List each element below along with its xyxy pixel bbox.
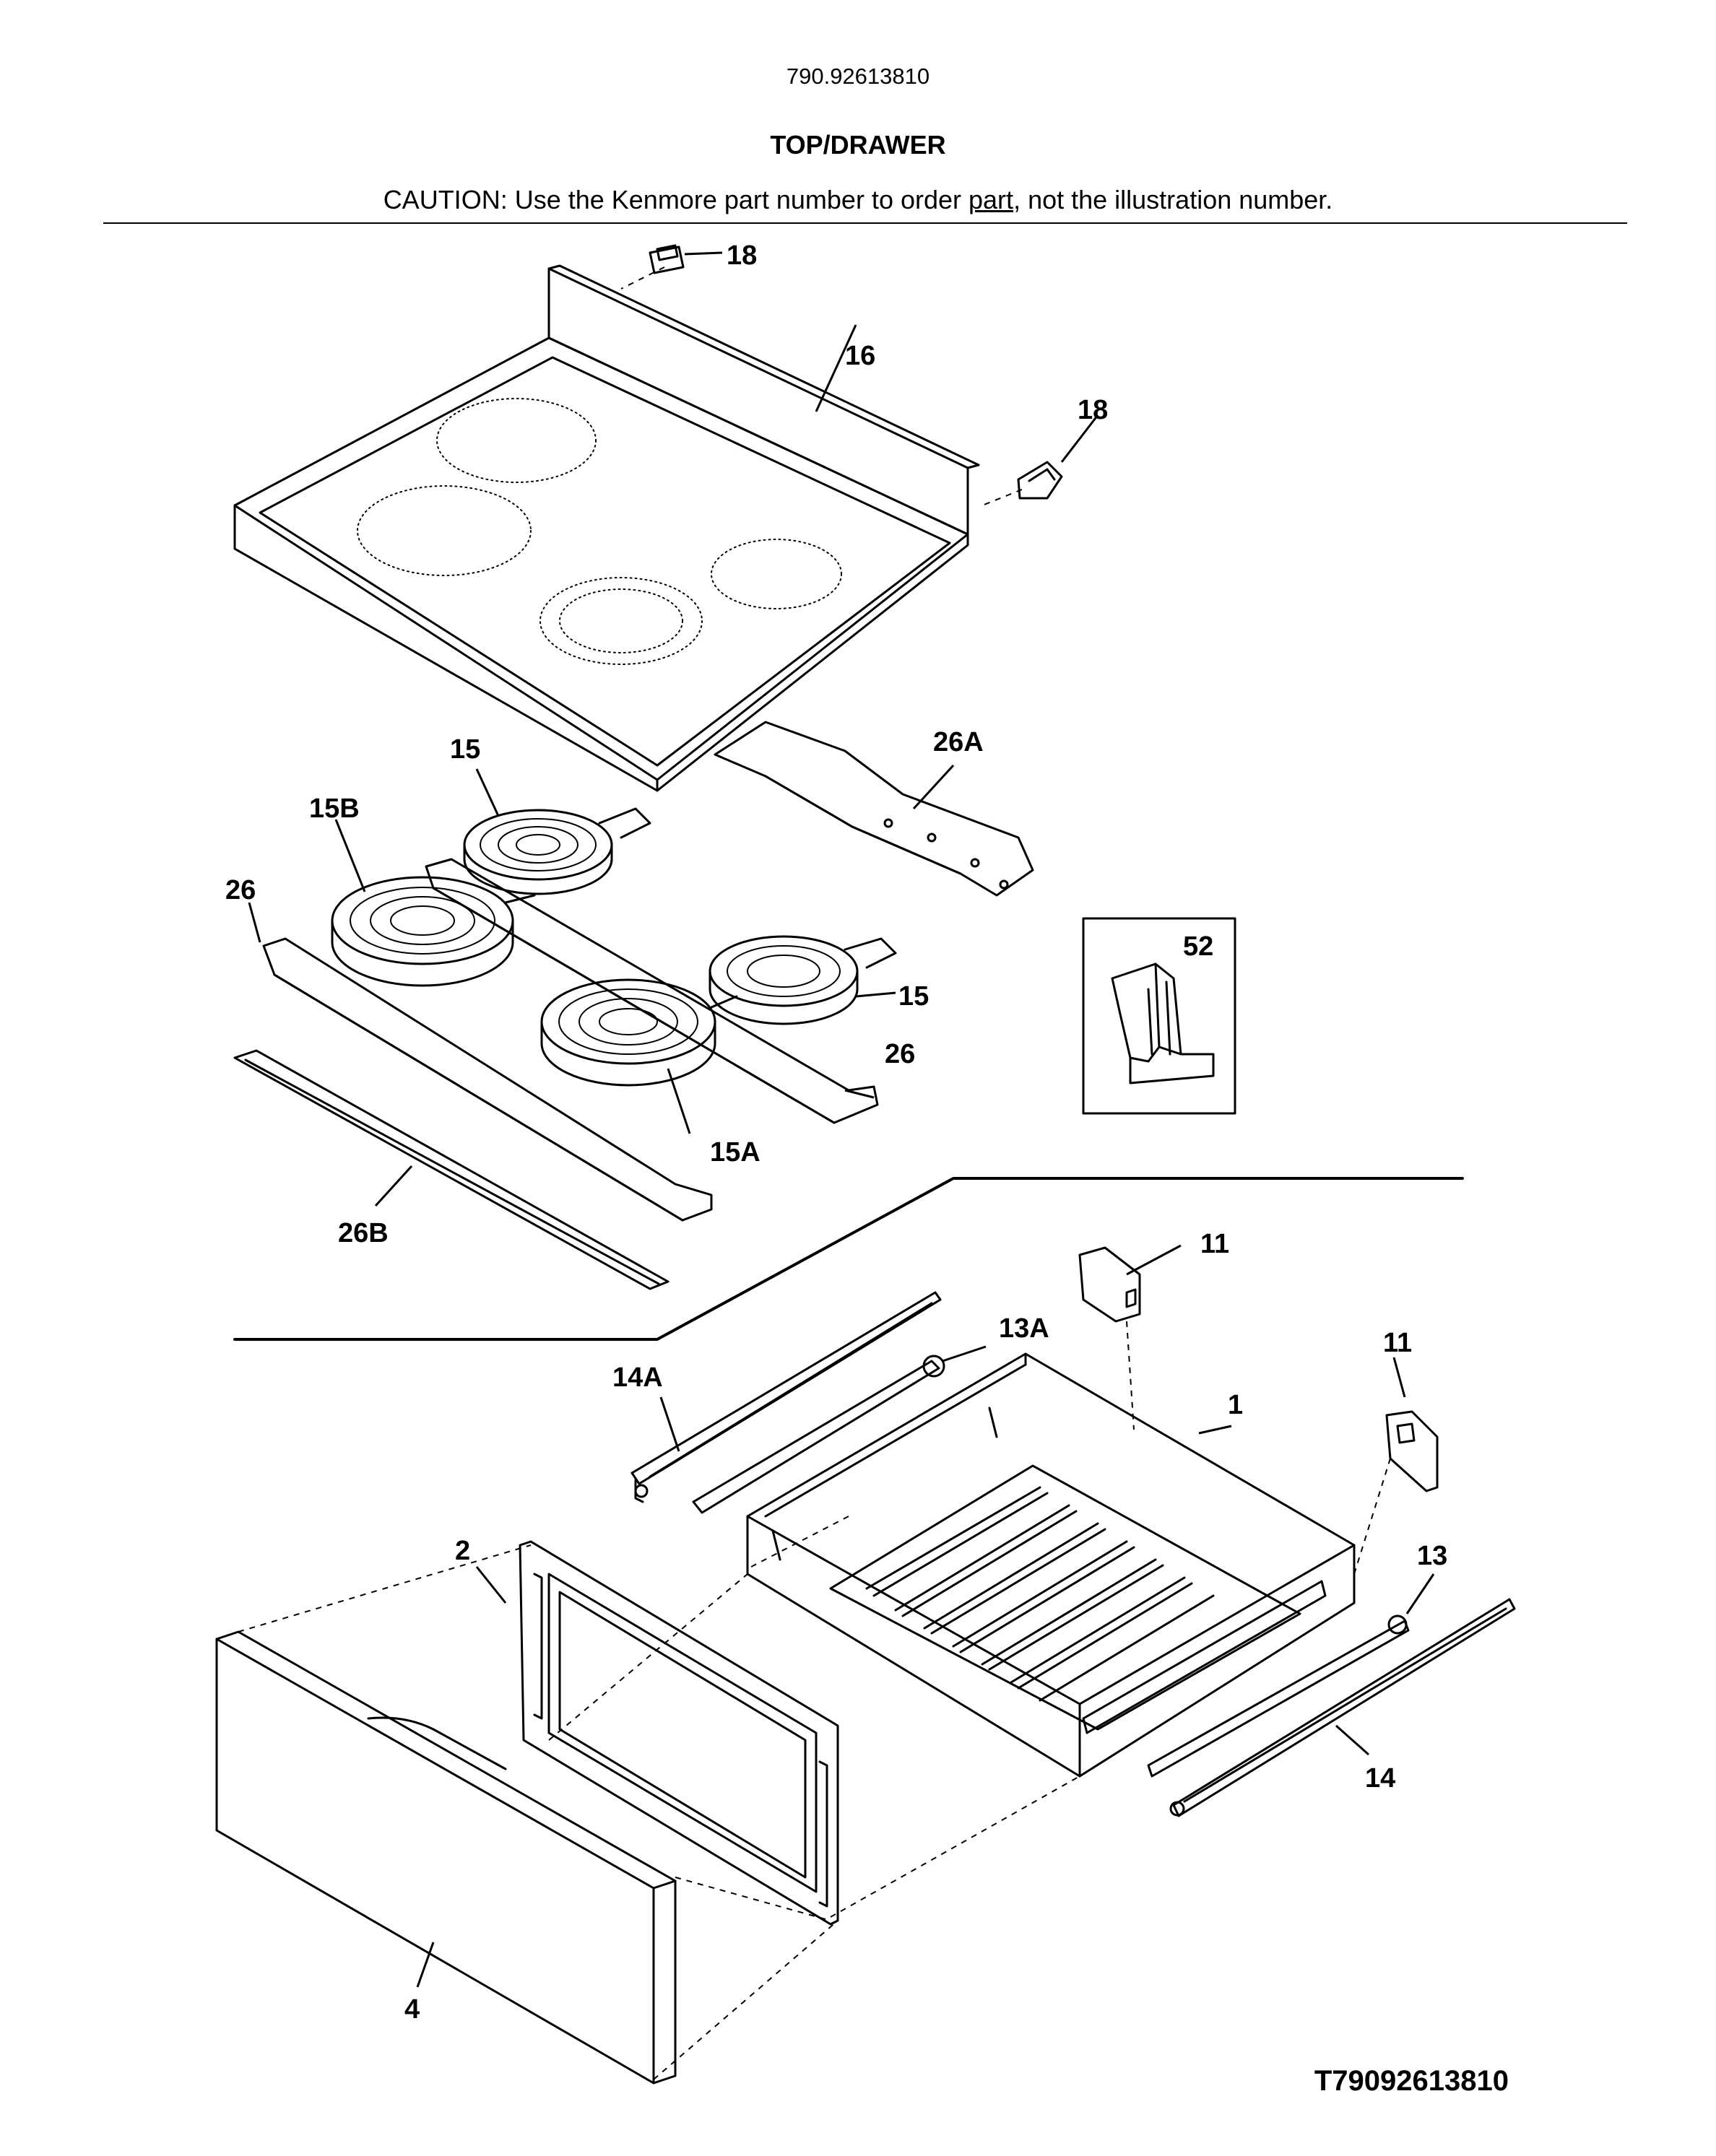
callout-15a: 15A bbox=[710, 1137, 760, 1168]
slide-14a bbox=[630, 1291, 942, 1503]
callout-13a: 13A bbox=[999, 1313, 1049, 1344]
bracket-11-lower bbox=[1385, 1410, 1439, 1492]
bracket-26-front bbox=[262, 937, 713, 1222]
callout-1: 1 bbox=[1228, 1390, 1243, 1420]
callout-26-rear: 26 bbox=[885, 1039, 915, 1069]
bracket-18-left bbox=[649, 244, 685, 274]
callout-13: 13 bbox=[1417, 1541, 1447, 1571]
bracket-26-rear bbox=[425, 858, 879, 1124]
callout-18-right: 18 bbox=[1078, 395, 1108, 425]
trim-26b bbox=[233, 1049, 670, 1290]
bracket-11-upper bbox=[1078, 1246, 1141, 1323]
callout-18-left: 18 bbox=[727, 240, 757, 271]
bracket-18-right bbox=[1017, 461, 1063, 500]
callout-15-right: 15 bbox=[898, 981, 929, 1012]
slide-13 bbox=[1147, 1614, 1410, 1778]
drawer-front-4 bbox=[215, 1630, 677, 2085]
callout-11-lower: 11 bbox=[1383, 1328, 1412, 1358]
callout-labels: 18 16 18 26A 15 15B 26 52 15 26 15A 26B … bbox=[225, 240, 1447, 2025]
callout-26a: 26A bbox=[933, 727, 984, 757]
callout-2: 2 bbox=[455, 1536, 470, 1566]
callout-4: 4 bbox=[404, 1994, 420, 2025]
caution-note: CAUTION: Use the Kenmore part number to … bbox=[0, 185, 1716, 215]
header-divider bbox=[103, 222, 1627, 224]
callout-26b: 26B bbox=[338, 1218, 389, 1248]
slide-14 bbox=[1169, 1598, 1516, 1817]
callout-14a: 14A bbox=[612, 1362, 663, 1393]
leader-lines bbox=[248, 251, 1435, 1988]
assembly-lines bbox=[238, 266, 1391, 2080]
callout-15-rear: 15 bbox=[450, 734, 480, 765]
slide-13a bbox=[692, 1355, 945, 1514]
bracket-26a bbox=[714, 721, 1034, 897]
callout-11-upper: 11 bbox=[1200, 1229, 1229, 1259]
detail-box-52 bbox=[1082, 917, 1236, 1115]
section-divider bbox=[233, 1177, 1464, 1341]
element-15a bbox=[540, 978, 738, 1087]
caution-text-end: , not the illustration number. bbox=[1013, 185, 1333, 214]
callout-16: 16 bbox=[845, 341, 875, 371]
caution-text-start: CAUTION: Use the Kenmore part number to … bbox=[383, 185, 969, 214]
drawer-body bbox=[746, 1352, 1356, 1778]
callout-26-front: 26 bbox=[225, 875, 256, 905]
caution-part-link[interactable]: part bbox=[968, 185, 1014, 214]
element-15-rear bbox=[463, 807, 651, 895]
cooktop-part bbox=[233, 264, 980, 792]
model-number: 790.92613810 bbox=[786, 64, 930, 89]
diagram-code: T79092613810 bbox=[1314, 2065, 1509, 2097]
callout-52: 52 bbox=[1183, 931, 1213, 962]
element-15b-large bbox=[331, 876, 536, 987]
element-15-right bbox=[708, 935, 897, 1025]
page-title: TOP/DRAWER bbox=[770, 130, 946, 160]
callout-14: 14 bbox=[1365, 1763, 1395, 1794]
callout-15b: 15B bbox=[309, 794, 360, 824]
